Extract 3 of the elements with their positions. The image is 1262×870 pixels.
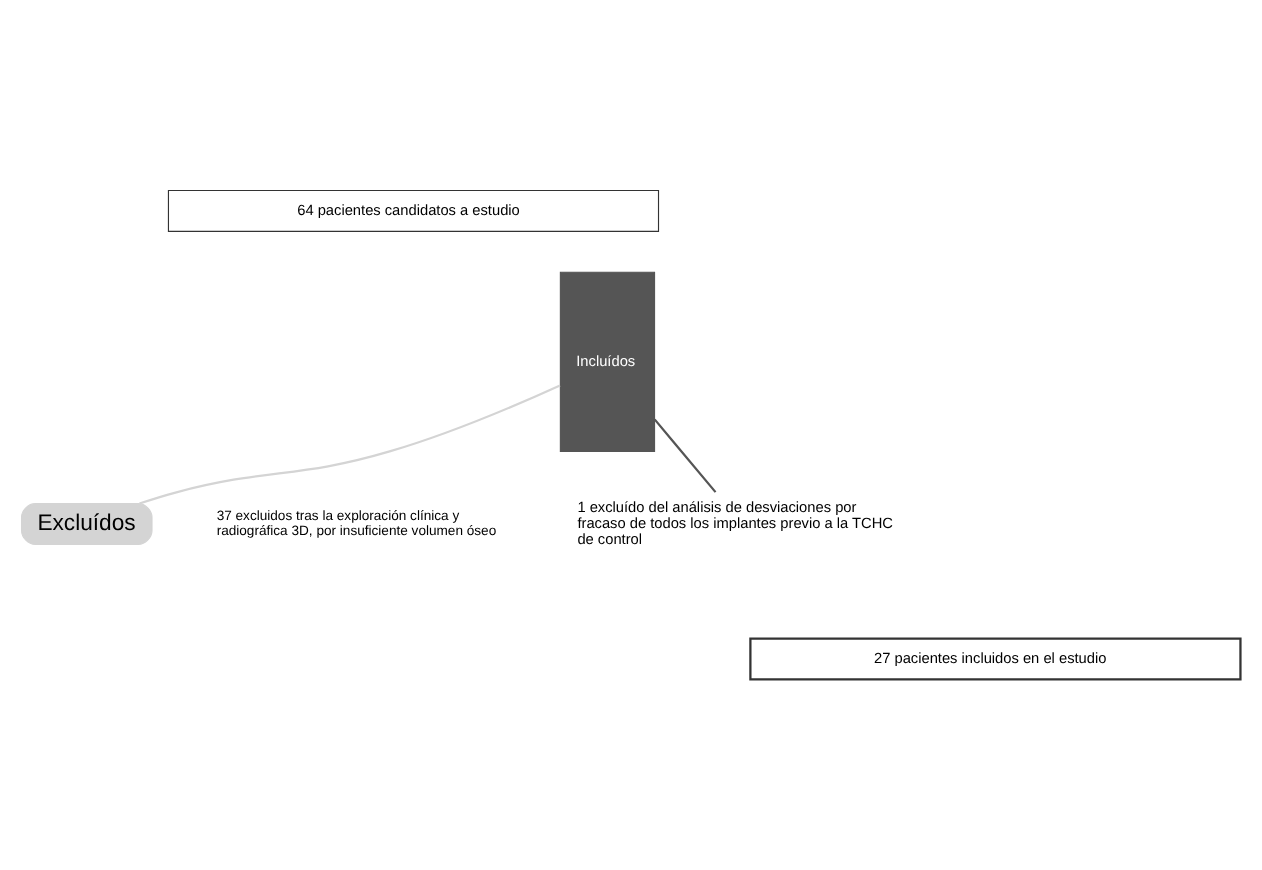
connector [139, 384, 561, 505]
node-box: Excluídos [21, 503, 153, 546]
connector [653, 418, 717, 493]
